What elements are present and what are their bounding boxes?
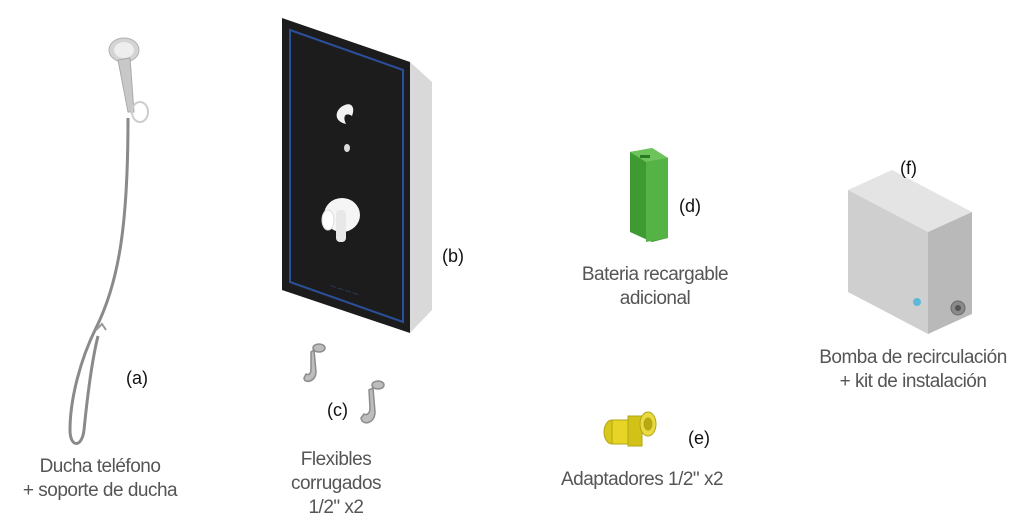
item-e-line1: Adaptadores 1/2" x2 <box>560 469 724 490</box>
item-e-letter: (e) <box>688 428 710 448</box>
item-f-caption: Bomba de recirculación + kit de instalac… <box>800 346 1026 394</box>
item-f-letter: (f) <box>900 158 917 178</box>
item-c-line1: Flexibles <box>300 449 372 470</box>
item-d-letter: (d) <box>679 196 701 216</box>
item-b-letter: (b) <box>442 246 464 266</box>
item-a-line1: Ducha teléfono <box>39 456 161 477</box>
item-a-caption: Ducha teléfono + soporte de ducha <box>0 455 200 503</box>
svg-text:— — — —: — — — — <box>329 283 358 298</box>
item-f-line1: Bomba de recirculación <box>819 347 1007 368</box>
item-d-caption: Bateria recargable adicional <box>560 263 750 311</box>
item-d-line1: Bateria recargable <box>581 264 729 285</box>
item-c-line2: corrugados <box>290 473 382 494</box>
item-c-letter: (c) <box>327 400 348 420</box>
item-c-caption: Flexibles corrugados 1/2" x2 <box>282 448 390 520</box>
item-a-letter: (a) <box>126 368 148 388</box>
item-c-line3: 1/2" x2 <box>308 497 364 518</box>
item-e-caption: Adaptadores 1/2" x2 <box>532 468 752 492</box>
item-f-line2: + kit de instalación <box>839 371 987 392</box>
item-d-line2: adicional <box>619 288 691 309</box>
item-a-line2: + soporte de ducha <box>22 480 178 501</box>
